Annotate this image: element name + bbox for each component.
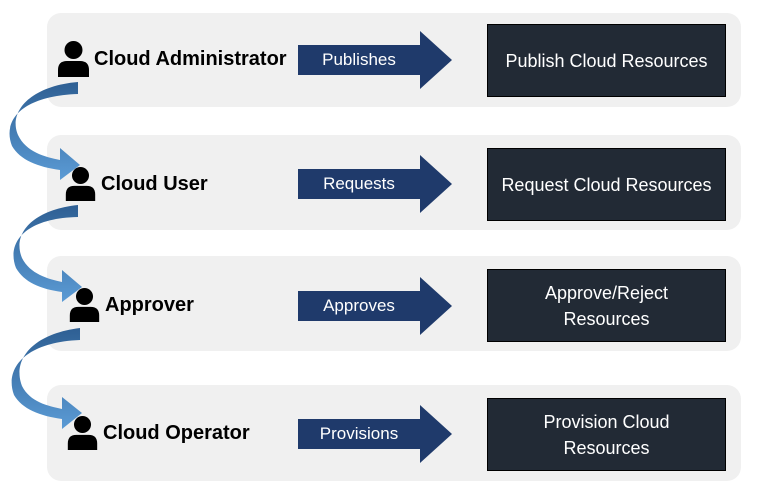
actor-label: Cloud Operator — [103, 421, 250, 444]
result-box-request: Request Cloud Resources — [487, 148, 726, 221]
curved-arrow-icon — [9, 82, 80, 180]
person-icon — [67, 415, 98, 451]
person-icon — [65, 166, 96, 202]
actor-cloud-administrator: Cloud Administrator — [57, 40, 287, 78]
right-arrow-icon — [298, 155, 452, 213]
action-arrow-provisions: Provisions — [298, 405, 452, 463]
actor-cloud-operator: Cloud Operator — [66, 414, 250, 452]
person-icon — [69, 287, 100, 323]
action-arrow-publishes: Publishes — [298, 31, 452, 89]
right-arrow-icon — [298, 277, 452, 335]
right-arrow-icon — [298, 31, 452, 89]
actor-cloud-user: Cloud User — [64, 165, 208, 203]
action-label: Approves — [323, 296, 395, 315]
curved-arrow-icon — [13, 205, 82, 302]
person-icon — [58, 41, 89, 77]
actor-label: Approver — [105, 293, 194, 316]
curved-arrow-icon — [11, 328, 82, 429]
action-label: Provisions — [319, 424, 399, 443]
action-arrow-requests: Requests — [298, 155, 452, 213]
action-label: Requests — [323, 174, 395, 193]
result-box-publish: Publish Cloud Resources — [487, 24, 726, 97]
action-label: Publishes — [322, 50, 396, 69]
result-box-approve: Approve/Reject Resources — [487, 269, 726, 342]
action-arrow-approves: Approves — [298, 277, 452, 335]
result-box-provision: Provision Cloud Resources — [487, 398, 726, 471]
actor-approver: Approver — [68, 286, 194, 324]
actor-label: Cloud Administrator — [94, 47, 287, 70]
right-arrow-icon — [298, 405, 452, 463]
actor-label: Cloud User — [101, 172, 208, 195]
